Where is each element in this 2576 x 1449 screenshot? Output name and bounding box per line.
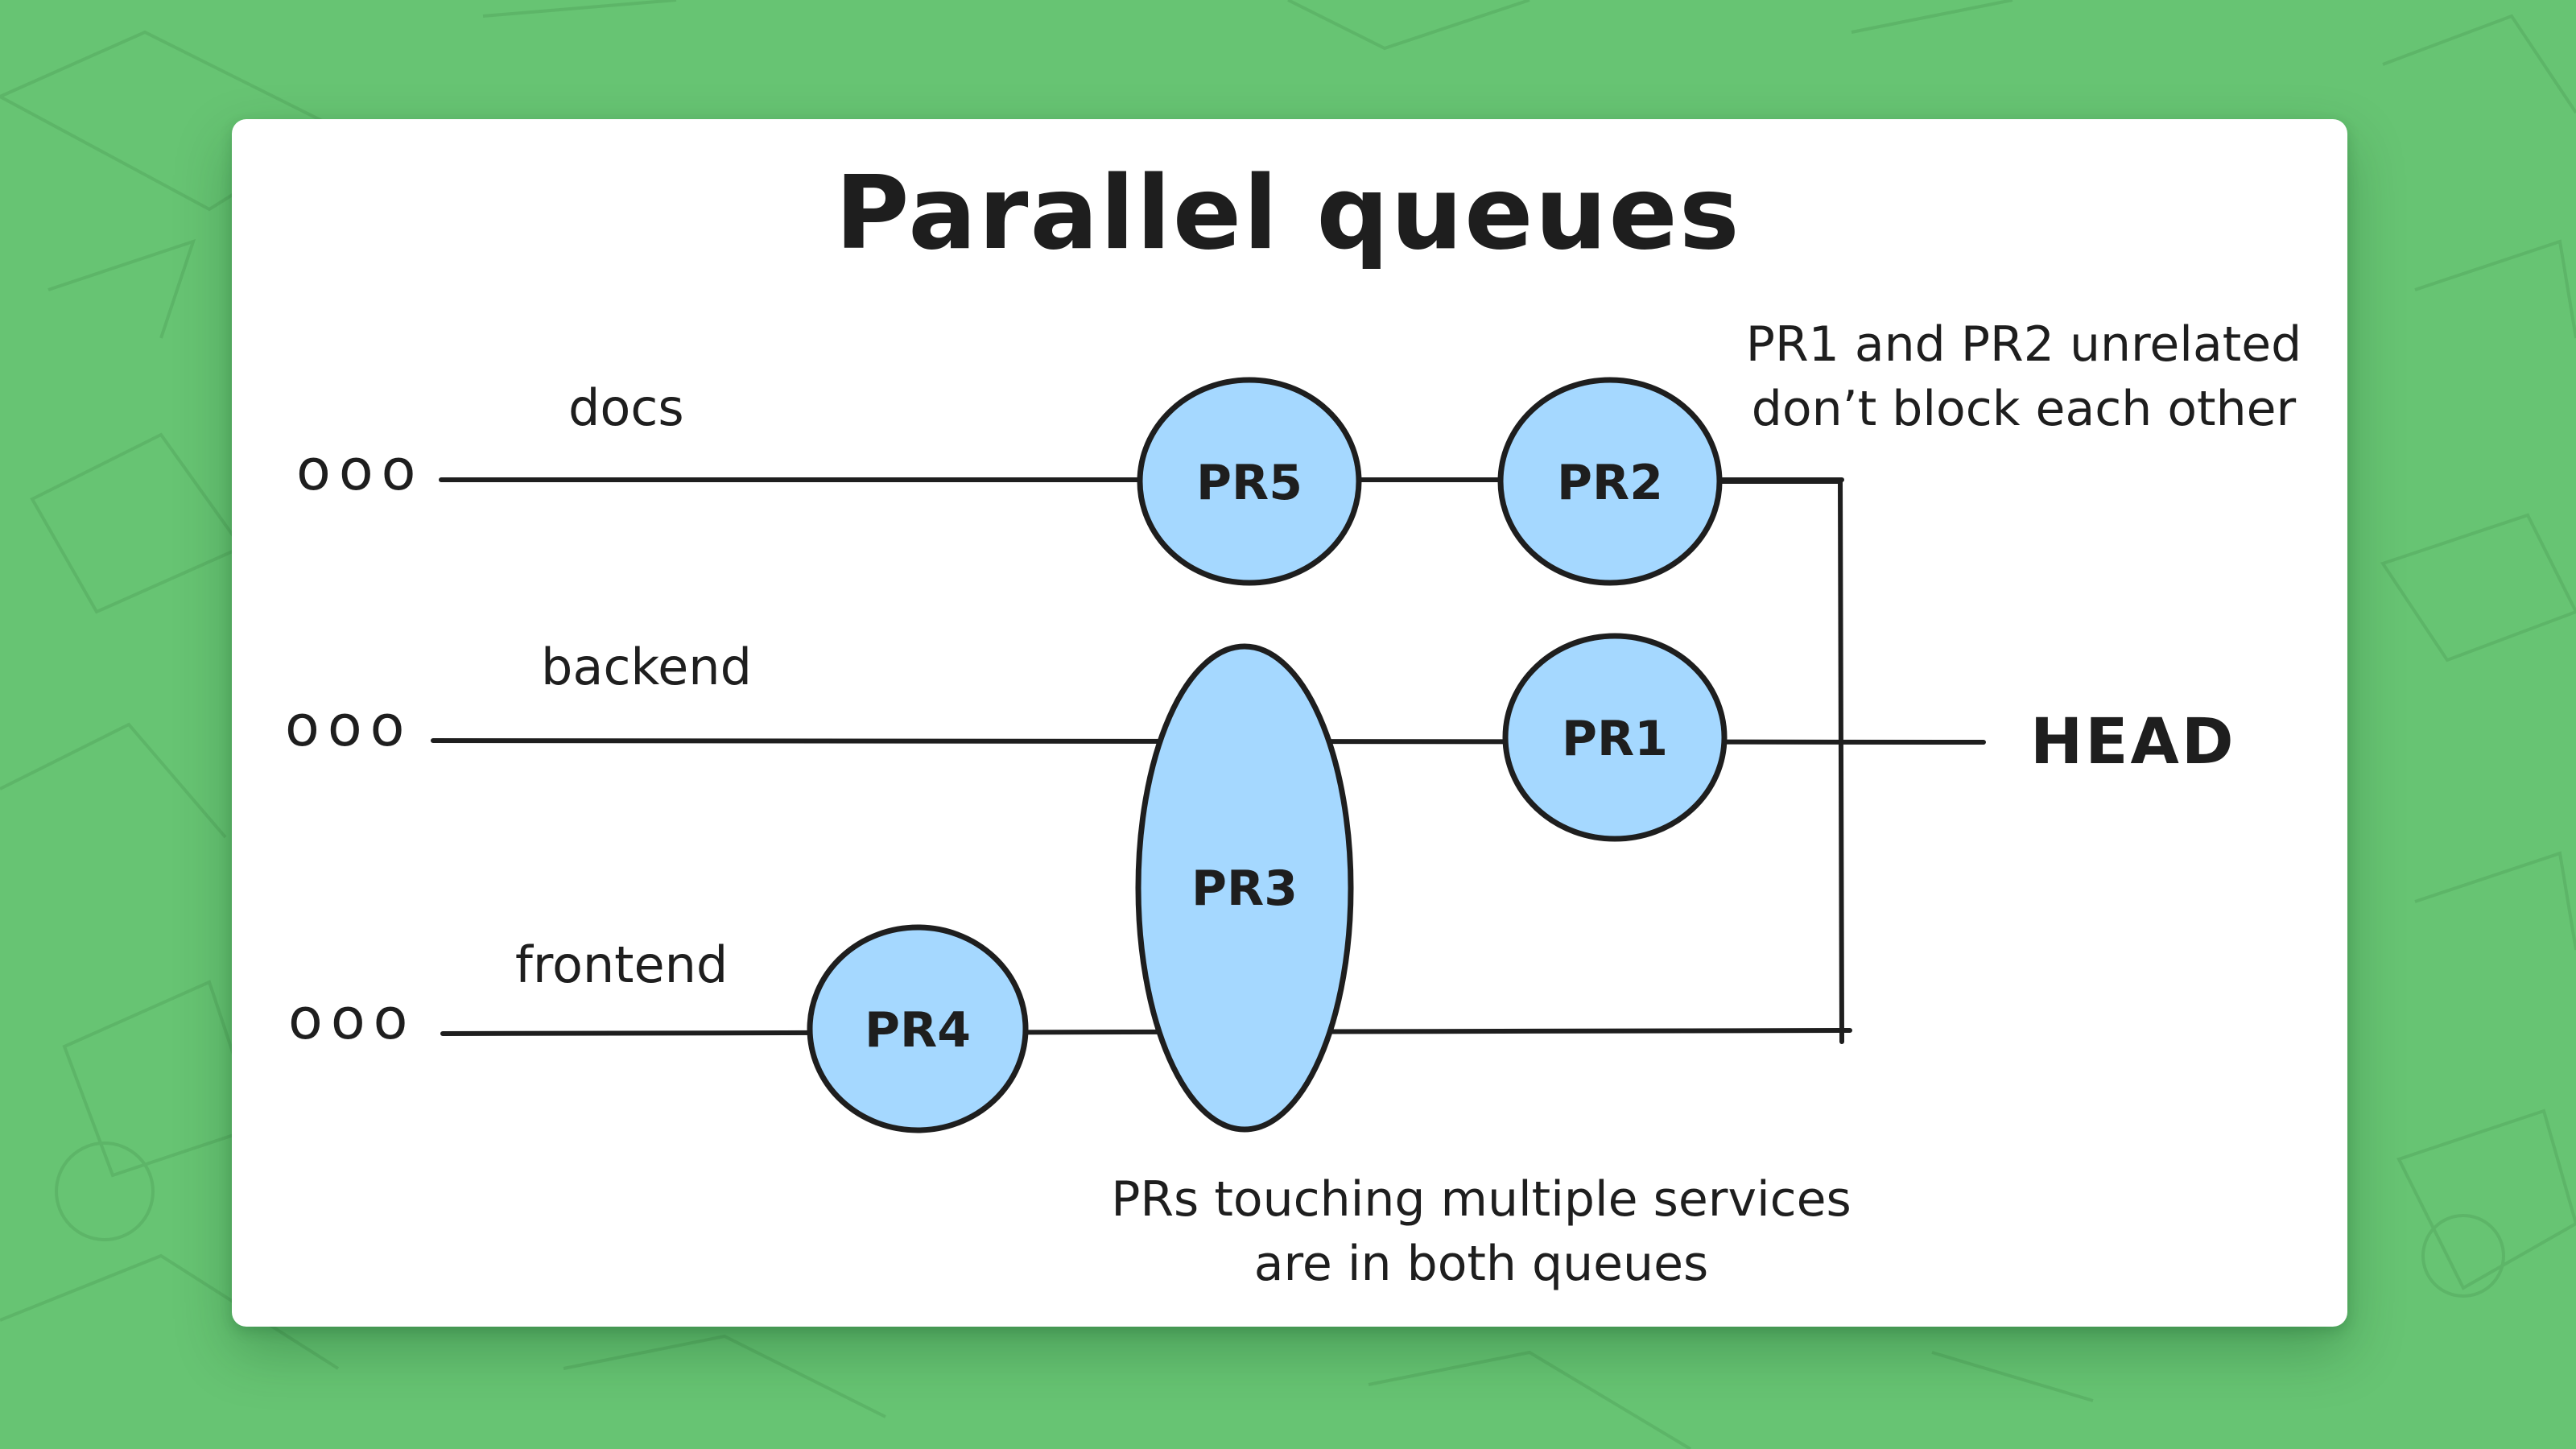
backend-queue-tail: ooo	[285, 693, 412, 759]
frontend-lane-line	[440, 1028, 1852, 1036]
node-pr3	[1135, 643, 1354, 1133]
lane-label-backend: backend	[541, 638, 752, 696]
note-unrelated-line2: don’t block each other	[1752, 381, 2297, 437]
page-title: Parallel queues	[835, 154, 1741, 272]
frontend-queue-tail: ooo	[288, 986, 415, 1052]
node-pr1-label: PR1	[1562, 711, 1668, 767]
docs-queue-tail: ooo	[296, 437, 423, 503]
note-multi-line2: are in both queues	[1254, 1236, 1709, 1292]
note-unrelated-line1: PR1 and PR2 unrelated	[1746, 316, 2301, 373]
lane-label-docs: docs	[568, 378, 684, 437]
parallel-queues-diagram: Parallel queues PR1 and PR2 unrelated do…	[285, 154, 2301, 1292]
node-pr4	[807, 924, 1029, 1133]
note-multi-line1: PRs touching multiple services	[1111, 1171, 1852, 1228]
node-pr5-label: PR5	[1196, 455, 1302, 511]
head-label: HEAD	[2030, 706, 2236, 778]
node-pr4-label: PR4	[865, 1002, 971, 1059]
node-pr1	[1502, 633, 1728, 842]
node-pr5	[1137, 377, 1362, 586]
diagram-card: Parallel queues PR1 and PR2 unrelated do…	[232, 119, 2347, 1327]
lane-label-frontend: frontend	[515, 935, 728, 994]
node-pr2-label: PR2	[1557, 455, 1663, 511]
node-pr3-label: PR3	[1191, 861, 1298, 917]
merge-connector	[1719, 479, 1844, 1044]
node-pr2	[1497, 377, 1723, 586]
